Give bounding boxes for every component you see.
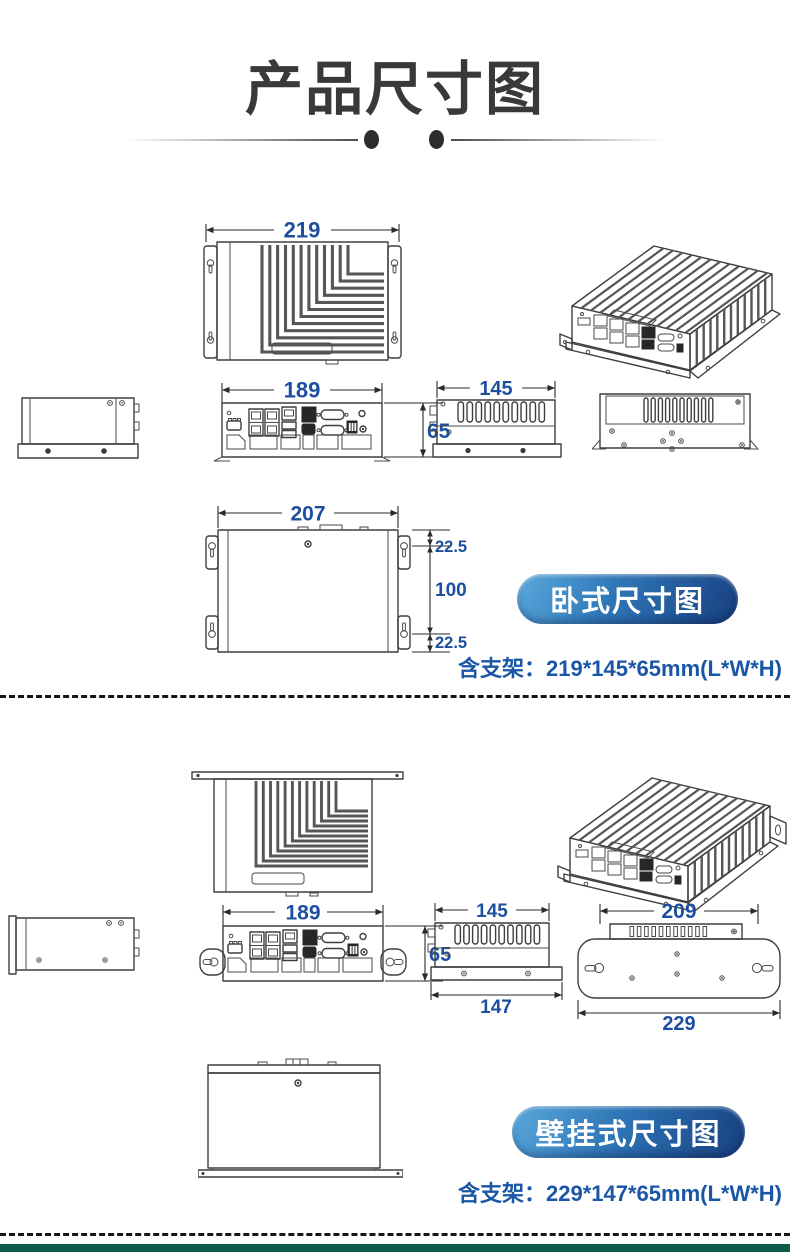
mounting-bracket: [557, 841, 779, 911]
chassis-body: [216, 241, 389, 361]
fin-slots: [629, 926, 708, 937]
keyhole-slots: [584, 962, 774, 974]
heatsink-fins: [254, 781, 368, 868]
wall-badge-label: 壁挂式尺寸图: [535, 1119, 722, 1151]
dim-mount-offset-bottom-label: 22.5: [435, 634, 467, 652]
dim-rear-width-label: 209: [661, 900, 696, 923]
dimension-mount-holes: 22.5 100 22.5: [412, 529, 467, 653]
horizontal-side-view-drawing: 145: [429, 378, 562, 458]
horizontal-note-label: 含支架：: [457, 656, 546, 681]
footer-green-bar: [0, 1244, 790, 1252]
horizontal-front-view-drawing: 189: [213, 378, 451, 462]
wall-mount-ears: [199, 948, 407, 976]
wall-isometric-view-drawing: [557, 777, 787, 911]
wall-bracket-bar: [191, 771, 404, 780]
wall-bracket-strip: [8, 915, 17, 975]
mounting-flanges: [203, 245, 402, 359]
stand-bracket: [17, 443, 139, 459]
dim-front-width-label: 189: [285, 902, 320, 925]
label-recess: [251, 872, 305, 885]
front-io-ports: [575, 844, 682, 885]
chassis-body: [207, 1072, 381, 1169]
fin-slots: [454, 924, 541, 945]
horizontal-note: 含支架：219*145*65mm(L*W*H): [450, 651, 790, 683]
title-divider-dot-right: [429, 130, 444, 149]
wall-bracket-base: [430, 966, 563, 981]
bottom-divider-dashed: [0, 1233, 790, 1236]
wall-bottom-view-drawing: [198, 1058, 403, 1178]
wall-rear-view-drawing: 209 229: [577, 900, 781, 1032]
wall-note-label: 含支架：: [457, 1181, 546, 1206]
heatsink-fins: [260, 245, 384, 354]
dimension-front-width: 189: [222, 902, 384, 926]
fin-slots: [457, 401, 546, 423]
dimension-bracket-width: 229: [577, 1000, 781, 1032]
horizontal-bottom-view-drawing: 207 22.5 100 22.5: [205, 503, 467, 653]
chassis-body: [221, 402, 383, 458]
wall-bracket-bar: [198, 1169, 403, 1178]
dim-side-width-label: 145: [476, 901, 508, 922]
wall-note: 含支架：229*147*65mm(L*W*H): [448, 1176, 790, 1208]
wall-note-value: 229*147*65mm(L*W*H): [546, 1181, 782, 1206]
top-recess: [605, 841, 655, 859]
wall-front-view-drawing: 189: [199, 902, 451, 982]
chassis-body: [217, 529, 399, 653]
wall-mount-ear: [769, 815, 787, 845]
io-ports: [227, 929, 373, 973]
wall-side-view-drawing: 145 147: [427, 901, 563, 1017]
screw-holes: [609, 428, 745, 452]
mounting-ears: [205, 535, 411, 650]
horizontal-badge: 卧式尺寸图: [517, 574, 738, 624]
label-recess: [271, 342, 333, 355]
dimension-top-width: 219: [205, 218, 400, 243]
dimension-base-width: 147: [430, 982, 563, 1017]
io-ports: [226, 406, 372, 450]
section-divider-dashed: [0, 695, 790, 698]
db9-port: [320, 424, 345, 436]
dim-mount-spacing-label: 100: [435, 580, 467, 601]
db9-port: [321, 932, 346, 944]
dimension-side-width: 145: [434, 901, 550, 922]
dim-side-width-label: 145: [479, 378, 512, 400]
title-divider-line-right: [451, 139, 666, 141]
dimension-side-width: 145: [436, 378, 556, 400]
chassis-body: [222, 925, 384, 982]
dim-top-width-label: 219: [284, 218, 321, 243]
side-fins: [693, 811, 765, 897]
wall-badge: 壁挂式尺寸图: [512, 1106, 745, 1158]
horizontal-badge-label: 卧式尺寸图: [549, 586, 705, 618]
dim-base-width-label: 147: [480, 997, 512, 1017]
fin-slots: [643, 397, 714, 423]
dimension-front-width: 189: [221, 378, 383, 403]
dimension-rear-width: 209: [599, 900, 759, 924]
wall-bracket-plate: [577, 938, 781, 999]
dim-front-width-label: 189: [284, 378, 321, 403]
top-fins: [580, 247, 768, 334]
horizontal-rear-view-drawing: [592, 393, 760, 452]
db9-port: [320, 409, 345, 421]
title-divider-line-left: [125, 139, 358, 141]
horizontal-left-side-view-drawing: [17, 397, 140, 459]
dim-bracket-width-label: 229: [662, 1013, 695, 1032]
stand-bracket: [432, 443, 562, 458]
front-io-ports: [577, 312, 684, 353]
db9-port: [321, 947, 346, 959]
top-recess: [607, 309, 657, 327]
dim-bottom-width-label: 207: [290, 503, 325, 526]
title-divider-dot-left: [364, 130, 379, 149]
top-fins: [578, 779, 766, 866]
wall-top-view-drawing: [191, 771, 404, 897]
wall-left-side-view-drawing: [8, 915, 140, 975]
page-title: 产品尺寸图: [244, 57, 545, 122]
dimension-bottom-width: 207: [217, 503, 399, 528]
side-fins: [695, 279, 767, 365]
horizontal-isometric-view-drawing: [559, 245, 781, 379]
horizontal-top-view-drawing: 219: [203, 218, 402, 365]
horizontal-note-value: 219*145*65mm(L*W*H): [546, 656, 782, 681]
screw-holes: [629, 951, 725, 981]
dim-mount-offset-top-label: 22.5: [435, 538, 467, 556]
mounting-bracket: [559, 309, 781, 379]
